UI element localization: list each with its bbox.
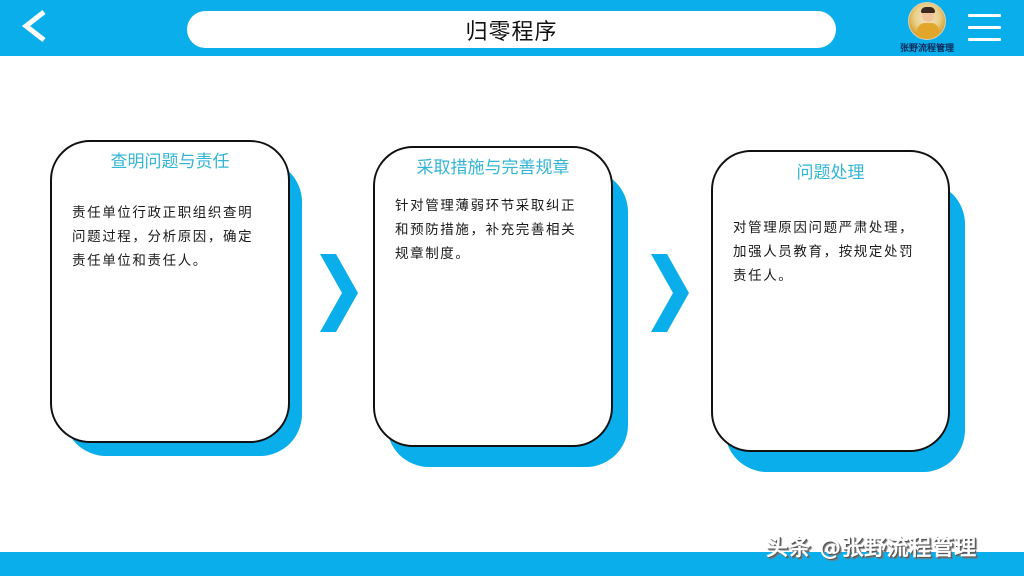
chevron-left-icon (21, 10, 46, 42)
step-card-2: 采取措施与完善规章 针对管理薄弱环节采取纠正和预防措施，补充完善相关规章制度。 (373, 146, 613, 447)
avatar[interactable] (908, 2, 946, 40)
step-title: 问题处理 (796, 163, 865, 183)
step-description: 针对管理薄弱环节采取纠正和预防措施，补充完善相关规章制度。 (395, 198, 577, 262)
step-description: 责任单位行政正职组织查明问题过程，分析原因，确定责任单位和责任人。 (72, 205, 254, 269)
back-button[interactable] (14, 8, 54, 44)
chevron-right-icon (320, 254, 358, 332)
page-title: 归零程序 (465, 19, 558, 45)
step-card-1: 查明问题与责任 责任单位行政正职组织查明问题过程，分析原因，确定责任单位和责任人… (50, 140, 290, 443)
menu-button[interactable] (968, 14, 1001, 42)
footer-bar (0, 552, 1024, 576)
profile[interactable]: 张野流程管理 (892, 2, 962, 56)
chevron-right-icon (651, 254, 689, 332)
step-title: 查明问题与责任 (110, 152, 230, 172)
watermark: 头条 @张野流程管理 (766, 536, 977, 561)
step-card-3: 问题处理 对管理原因问题严肃处理，加强人员教育，按规定处罚责任人。 (711, 150, 950, 452)
step-title: 采取措施与完善规章 (416, 158, 570, 178)
avatar-caption: 张野流程管理 (899, 44, 954, 54)
title-bar: 归零程序 (187, 11, 836, 48)
top-bar: 归零程序 张野流程管理 (0, 0, 1024, 56)
step-description: 对管理原因问题严肃处理，加强人员教育，按规定处罚责任人。 (733, 220, 915, 284)
